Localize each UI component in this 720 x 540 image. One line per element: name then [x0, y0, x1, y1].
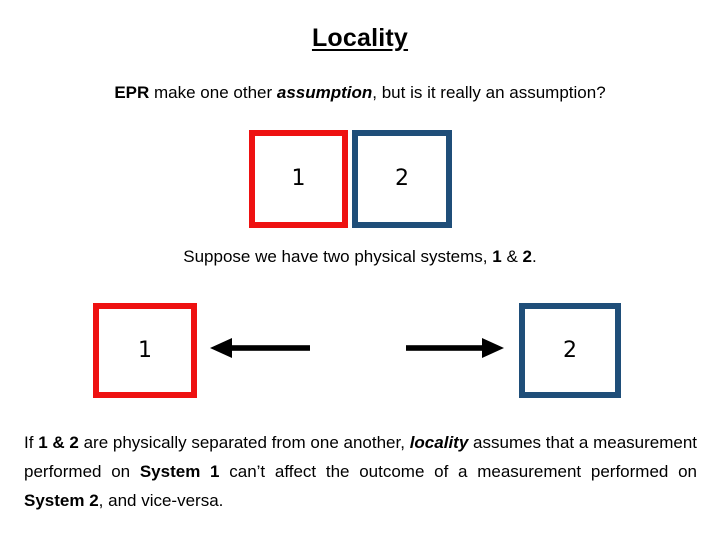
caption-text-1: Suppose we have two physical systems, [183, 247, 493, 266]
caption-label-2: 2 [522, 247, 532, 266]
caption-text-3: . [531, 247, 537, 266]
caption-label-1: 1 [492, 247, 502, 266]
intro-text-2: , but is it really an assumption? [372, 83, 606, 102]
caption-text-2: & [501, 247, 523, 266]
intro-emphasis-assumption: assumption [276, 83, 373, 102]
separated-system-box-2-label: 2 [563, 337, 577, 363]
joined-system-box-2-label: 2 [395, 166, 409, 191]
para-text-1: If [24, 433, 39, 452]
page-title: Locality [0, 22, 720, 54]
joined-system-box-1-label: 1 [291, 166, 306, 191]
para-emphasis-system-1: System 1 [139, 462, 220, 481]
arrow-pointing-left-icon [210, 333, 310, 363]
para-text-5: , and vice-versa. [98, 491, 224, 510]
separated-system-box-1-label: 1 [138, 337, 152, 363]
para-text-2: are physically separated from one anothe… [78, 433, 410, 452]
joined-system-box-2: 2 [352, 130, 452, 228]
para-emphasis-system-2: System 2 [24, 491, 99, 510]
para-emphasis-systems: 1 & 2 [38, 433, 79, 452]
locality-paragraph: If 1 & 2 are physically separated from o… [24, 428, 697, 515]
separated-system-box-2: 2 [519, 303, 621, 398]
para-text-3: assumes that a measurement performed on [24, 433, 698, 481]
separated-system-box-1: 1 [93, 303, 197, 398]
intro-emphasis-epr: EPR [114, 83, 150, 102]
arrow-pointing-right-icon [406, 333, 504, 363]
diagram-caption: Suppose we have two physical systems, 1 … [24, 245, 696, 269]
intro-sentence: EPR make one other assumption, but is it… [24, 81, 696, 105]
page-title-text: Locality [311, 24, 409, 52]
joined-system-box-1: 1 [249, 130, 348, 228]
para-text-4: can’t affect the outcome of a measuremen… [219, 462, 697, 481]
intro-text-1: make one other [149, 83, 277, 102]
para-emphasis-locality: locality [409, 433, 469, 452]
